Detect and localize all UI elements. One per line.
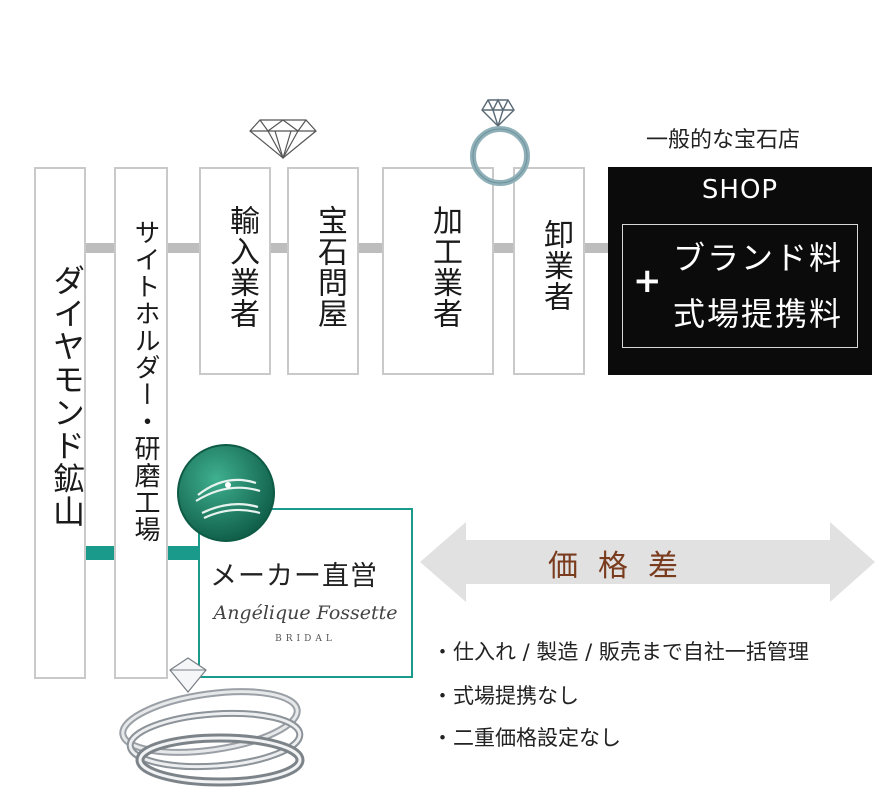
price-diff-label: 価格差 (548, 549, 698, 584)
wholesaler-box: 卸業者 (513, 167, 585, 375)
gem-wholesaler-box: 宝石問屋 (287, 167, 359, 375)
shop-title: SHOP (701, 175, 779, 205)
price-diff-arrow (420, 522, 875, 602)
importer-box: 輸入業者 (199, 167, 271, 375)
processor-label: 加工業者 (427, 205, 462, 329)
maker-direct-box: メーカー直営 Angélique Fossette BRIDAL (198, 508, 413, 678)
wholesaler-label: 卸業者 (538, 219, 573, 312)
bullet-item: ・二重価格設定なし (432, 726, 621, 750)
venue-fee-label: 式場提携料 (672, 295, 843, 333)
plus-icon: + (633, 261, 662, 301)
mine-label: ダイヤモンド鉱山 (48, 264, 86, 528)
polisher-box: サイトホルダー・研磨工場 (114, 167, 168, 679)
bullet-item: ・式場提携なし (432, 684, 579, 708)
ring-icon (470, 98, 530, 186)
bullet-item: ・仕入れ / 製造 / 販売まで自社一括管理 (432, 640, 809, 664)
brand-sub: BRIDAL (275, 634, 336, 644)
diamond-icon (249, 119, 317, 160)
maker-direct-label: メーカー直営 (210, 561, 378, 592)
brand-logo: Angélique Fossette (213, 602, 398, 624)
shop-fees-frame: + ブランド料 式場提携料 (622, 224, 858, 348)
direct-connector-2 (166, 546, 200, 560)
rings-photo (119, 657, 305, 787)
mine-box: ダイヤモンド鉱山 (34, 167, 86, 679)
brand-fee-label: ブランド料 (672, 239, 843, 277)
caption-general-jeweler: 一般的な宝石店 (646, 128, 801, 153)
rings-photo-circle (177, 444, 275, 542)
importer-label: 輸入業者 (224, 205, 259, 329)
direct-connector-1 (84, 546, 114, 560)
processor-box: 加工業者 (382, 167, 494, 375)
shop-box: SHOP + ブランド料 式場提携料 (608, 167, 872, 375)
gem-wholesaler-label: 宝石問屋 (312, 205, 347, 329)
polisher-label: サイトホルダー・研磨工場 (130, 219, 160, 543)
